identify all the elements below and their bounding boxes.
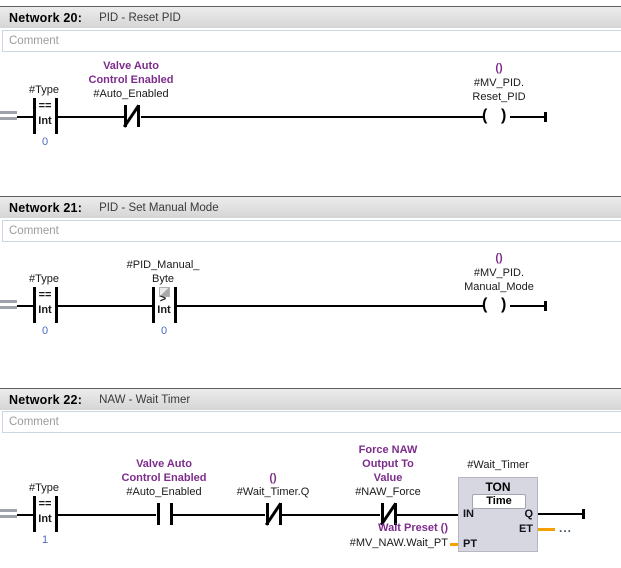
wire-segment — [510, 116, 546, 118]
rung-end-tick — [544, 112, 547, 122]
pin-et[interactable]: ET — [518, 523, 533, 535]
compare-operator[interactable]: > — [159, 293, 167, 305]
timer-instance-label[interactable]: #Wait_Timer — [467, 459, 529, 471]
wire-segment — [141, 116, 483, 118]
wire-segment — [17, 514, 33, 516]
compare-operator[interactable]: == — [38, 100, 52, 112]
compare-datatype[interactable]: Int — [38, 513, 52, 525]
network-22-comment-field[interactable]: Comment — [2, 411, 621, 433]
network-20-header[interactable]: Network 20: PID - Reset PID — [0, 6, 621, 28]
coil-close-paren: ) — [501, 107, 507, 124]
pt-operand-label[interactable]: #MV_NAW.Wait_PT — [349, 537, 448, 549]
et-unconnected-wire — [538, 528, 555, 531]
ton-timer-box[interactable]: TON Time IN Q ET PT — [458, 477, 538, 552]
operand-comment[interactable]: () — [495, 62, 503, 74]
power-rail — [0, 300, 17, 303]
wire-segment — [173, 514, 265, 516]
wire-segment — [177, 305, 483, 307]
network-20-comment-field[interactable]: Comment — [2, 30, 621, 52]
compare-value[interactable]: 0 — [41, 325, 49, 337]
operand-comment[interactable]: Wait Preset () — [378, 522, 448, 534]
pin-in[interactable]: IN — [463, 508, 474, 520]
compare-datatype[interactable]: Int — [38, 115, 52, 127]
wire-segment — [58, 116, 124, 118]
power-rail — [0, 306, 17, 309]
compare-datatype[interactable]: Int — [38, 304, 52, 316]
pt-wire — [450, 543, 458, 546]
operand-label[interactable]: #MV_PID. — [473, 267, 525, 279]
wire-segment — [538, 513, 584, 515]
operand-comment[interactable]: Output To — [362, 458, 414, 470]
operand-label[interactable]: #Wait_Timer.Q — [236, 486, 310, 498]
network-21-title[interactable]: PID - Set Manual Mode — [99, 201, 219, 214]
rung-end-tick — [582, 509, 585, 519]
power-rail — [0, 117, 17, 120]
coil-open-paren: ( — [482, 296, 488, 313]
timer-type-label: TON — [485, 480, 511, 494]
power-rail — [0, 515, 17, 518]
operand-label[interactable]: #NAW_Force — [355, 486, 421, 498]
wire-segment — [510, 305, 546, 307]
network-22-title[interactable]: NAW - Wait Timer — [99, 393, 191, 406]
operand-label[interactable]: Reset_PID — [472, 91, 526, 103]
wire-segment — [58, 514, 156, 516]
network-22-name: Network 22: — [9, 392, 83, 407]
wire-segment — [17, 305, 33, 307]
operand-comment[interactable]: Control Enabled — [121, 472, 207, 484]
network-21-header[interactable]: Network 21: PID - Set Manual Mode — [0, 196, 621, 218]
operand-comment[interactable]: Valve Auto — [136, 458, 192, 470]
coil-open-paren: ( — [482, 107, 488, 124]
compare-value[interactable]: 0 — [160, 325, 168, 337]
operand-label[interactable]: Byte — [151, 273, 174, 285]
network-22-header[interactable]: Network 22: NAW - Wait Timer — [0, 388, 621, 410]
operand-comment[interactable]: () — [495, 252, 503, 264]
wire-segment — [397, 514, 458, 516]
operand-comment[interactable]: Control Enabled — [88, 74, 174, 86]
compare-operator[interactable]: == — [38, 289, 52, 301]
operand-label[interactable]: #Auto_Enabled — [126, 486, 202, 498]
compare-operator[interactable]: == — [38, 498, 52, 510]
rung-end-tick — [544, 301, 547, 311]
operand-label[interactable]: #Auto_Enabled — [93, 88, 169, 100]
wire-segment — [17, 116, 33, 118]
operand-label[interactable]: #Type — [29, 84, 59, 96]
unused-output-placeholder[interactable]: ... — [559, 521, 573, 535]
power-rail — [0, 111, 17, 114]
pin-q[interactable]: Q — [524, 508, 533, 520]
timer-datatype-tab[interactable]: Time — [472, 494, 526, 509]
operand-label[interactable]: #MV_PID. — [473, 77, 525, 89]
compare-value[interactable]: 1 — [41, 534, 49, 546]
network-21-name: Network 21: — [9, 200, 83, 215]
operand-comment[interactable]: Force NAW — [358, 444, 418, 456]
operand-comment[interactable]: Value — [373, 472, 403, 484]
operand-label[interactable]: #Type — [29, 273, 59, 285]
operand-label[interactable]: #Type — [29, 482, 59, 494]
power-rail — [0, 509, 17, 512]
compare-value[interactable]: 0 — [41, 136, 49, 148]
coil-close-paren: ) — [501, 296, 507, 313]
wire-segment — [282, 514, 380, 516]
wire-segment — [58, 305, 152, 307]
pin-pt[interactable]: PT — [463, 538, 478, 550]
network-21-comment-field[interactable]: Comment — [2, 220, 621, 242]
operand-label[interactable]: #PID_Manual_ — [126, 259, 200, 271]
compare-datatype[interactable]: Int — [157, 304, 171, 316]
operand-comment[interactable]: Valve Auto — [103, 60, 159, 72]
operand-comment[interactable]: () — [269, 472, 277, 484]
operator-selector-icon[interactable] — [159, 287, 170, 297]
operand-label[interactable]: Manual_Mode — [464, 281, 534, 293]
network-20-name: Network 20: — [9, 10, 83, 25]
network-20-title[interactable]: PID - Reset PID — [99, 11, 181, 24]
